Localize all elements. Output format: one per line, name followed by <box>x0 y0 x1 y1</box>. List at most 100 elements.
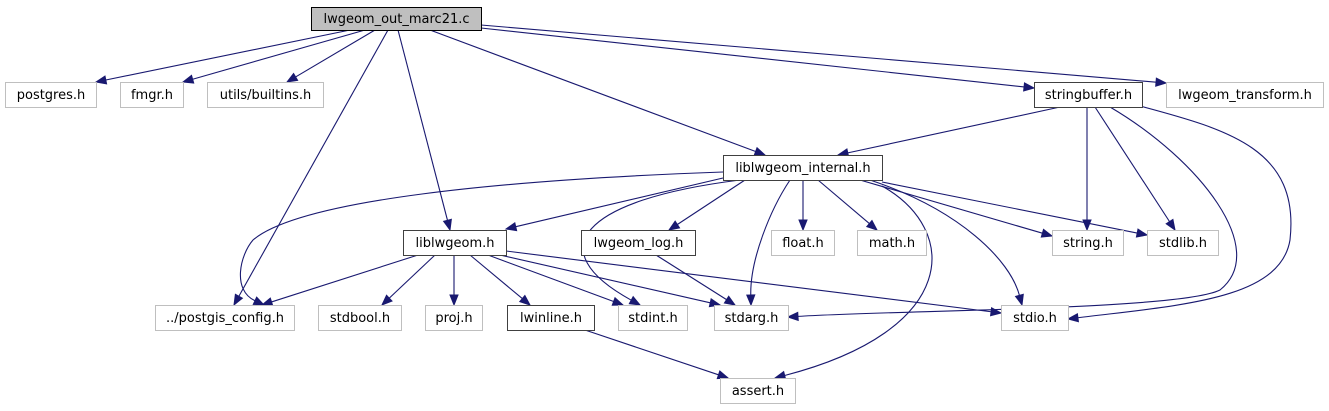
node-lwinline-h[interactable]: lwinline.h <box>507 305 595 331</box>
node-fmgr-h: fmgr.h <box>120 82 184 108</box>
node-proj-h: proj.h <box>425 305 483 331</box>
edge-root-to-postgres-h <box>94 29 351 85</box>
edge-liblwgeom-internal-h-to-stdint-h <box>582 179 741 306</box>
node-label: lwgeom_out_marc21.c <box>323 12 469 27</box>
node-stdio-h: stdio.h <box>1001 305 1069 331</box>
edge-line <box>869 179 1020 296</box>
edge-liblwgeom-h-to-proj-h <box>449 255 459 307</box>
node-postgis-config-h: ../postgis_config.h <box>155 305 295 331</box>
edge-line <box>429 29 756 153</box>
edge-line <box>469 254 523 300</box>
edge-liblwgeom-h-to-stdint-h <box>487 254 625 306</box>
edge-stringbuffer-h-to-liblwgeom-internal-h <box>836 106 1061 158</box>
edge-liblwgeom-internal-h-to-postgis-config-h <box>239 171 724 306</box>
node-box <box>1147 230 1219 256</box>
arrowhead-icon <box>1023 82 1036 92</box>
edge-liblwgeom-internal-h-to-stdio-h <box>869 179 1024 307</box>
node-box <box>618 305 688 331</box>
arrowhead-icon <box>798 219 808 232</box>
edges-layer <box>94 24 1292 380</box>
arrowhead-icon <box>442 218 452 232</box>
edge-liblwgeom-internal-h-to-liblwgeom-h <box>504 177 724 232</box>
arrowhead-icon <box>1165 218 1176 232</box>
edge-line <box>847 106 1061 154</box>
edge-line <box>397 29 449 221</box>
edge-line <box>797 106 1238 317</box>
nodes-layer: lwgeom_out_marc21.c postgres.h fmgr.h utils… <box>5 7 1324 404</box>
node-box[interactable] <box>581 230 696 256</box>
arrowhead-icon <box>667 220 681 231</box>
edge-root-to-liblwgeom-internal-h <box>429 29 767 156</box>
node-box <box>720 378 796 404</box>
node-box[interactable] <box>507 305 595 331</box>
arrowhead-icon <box>1040 228 1054 238</box>
edge-liblwgeom-internal-h-to-lwgeom-log-h <box>667 179 746 231</box>
edge-line <box>505 250 992 313</box>
node-box[interactable] <box>311 7 482 31</box>
arrowhead-icon <box>233 293 244 307</box>
node-box[interactable] <box>403 230 507 256</box>
edge-line <box>1077 105 1292 319</box>
node-box <box>1052 230 1124 256</box>
node-box <box>120 82 184 108</box>
arrowhead-icon <box>753 146 767 156</box>
node-box <box>155 305 295 331</box>
node-label: stdarg.h <box>725 311 779 326</box>
node-label: utils/builtins.h <box>220 88 312 103</box>
node-label: stringbuffer.h <box>1045 88 1132 103</box>
edge-liblwgeom-h-to-lwinline-h <box>469 254 532 306</box>
edge-line <box>515 177 724 228</box>
edge-line <box>238 29 389 297</box>
node-stdlib-h: stdlib.h <box>1147 230 1219 256</box>
arrowhead-icon <box>381 294 393 306</box>
node-box <box>425 305 483 331</box>
edge-stringbuffer-h-to-stdarg-h <box>786 106 1238 322</box>
edge-stringbuffer-h-to-stdlib-h <box>1094 106 1176 232</box>
edge-line <box>677 179 746 225</box>
arrowhead-icon <box>1135 228 1149 238</box>
node-liblwgeom-internal-h[interactable]: liblwgeom_internal.h <box>723 155 883 181</box>
node-assert-h: assert.h <box>720 378 796 404</box>
node-liblwgeom-h[interactable]: liblwgeom.h <box>403 230 507 256</box>
node-stdarg-h: stdarg.h <box>714 305 789 331</box>
edge-line <box>1094 106 1171 222</box>
edge-line <box>105 29 351 81</box>
node-string-h: string.h <box>1052 230 1124 256</box>
edge-liblwgeom-internal-h-to-math-h <box>817 179 879 231</box>
node-label: liblwgeom_internal.h <box>735 161 870 176</box>
node-stringbuffer-h[interactable]: stringbuffer.h <box>1034 82 1143 108</box>
node-box[interactable] <box>723 155 883 181</box>
edge-stringbuffer-h-to-string-h <box>1082 107 1092 232</box>
node-label: string.h <box>1063 236 1113 251</box>
arrowhead-icon <box>518 294 532 306</box>
edge-lwgeom-log-h-to-stdarg-h <box>655 254 737 306</box>
node-label: postgres.h <box>17 88 86 103</box>
edge-liblwgeom-internal-h-to-stdarg-h <box>746 179 791 307</box>
node-box[interactable] <box>1034 82 1143 108</box>
arrowhead-icon <box>285 72 299 83</box>
node-stdint-h: stdint.h <box>618 305 688 331</box>
node-label: stdbool.h <box>330 311 390 326</box>
node-box <box>5 82 97 108</box>
node-label: liblwgeom.h <box>416 236 495 251</box>
node-label: float.h <box>782 236 824 251</box>
arrowhead-icon <box>504 221 518 232</box>
edge-root-to-fmgr-h <box>181 29 366 84</box>
edge-line <box>784 185 933 377</box>
edge-root-to-postgis-config-h <box>233 29 389 307</box>
edge-root-to-utils-builtins-h <box>285 29 376 83</box>
node-box <box>207 82 324 108</box>
edge-line <box>487 254 614 303</box>
arrowhead-icon <box>260 297 274 307</box>
node-lwgeom-transform-h: lwgeom_transform.h <box>1166 82 1324 108</box>
node-label: proj.h <box>435 311 472 326</box>
node-lwgeom-log-h[interactable]: lwgeom_log.h <box>581 230 696 256</box>
edge-root-to-liblwgeom-h <box>397 29 452 232</box>
node-label: fmgr.h <box>131 88 173 103</box>
arrowhead-icon <box>716 370 730 380</box>
node-math-h: math.h <box>857 230 927 256</box>
node-label: lwgeom_transform.h <box>1178 88 1312 103</box>
node-label: stdint.h <box>628 311 677 326</box>
node-root[interactable]: lwgeom_out_marc21.c <box>311 7 482 31</box>
